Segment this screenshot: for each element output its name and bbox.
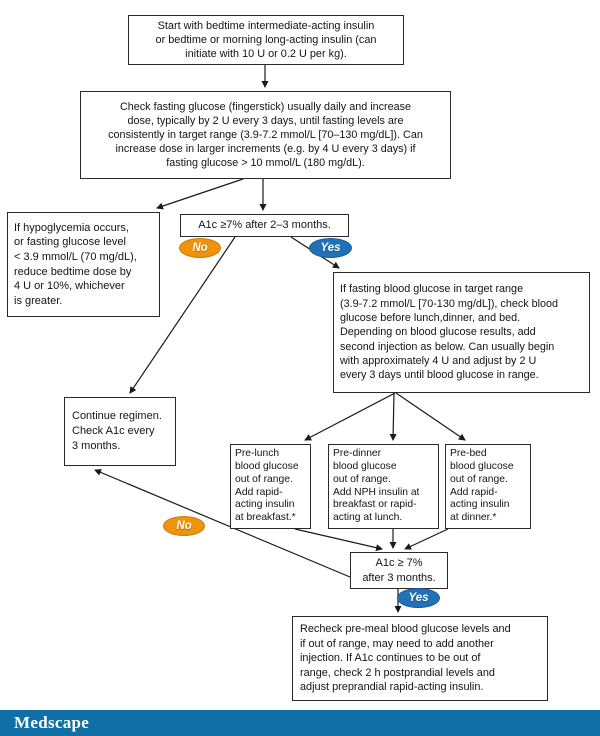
node-a1c-check-1: A1c ≥7% after 2–3 months. [180, 214, 349, 237]
arrow-a1c1-no-to-continue [129, 236, 236, 394]
arrow-target-to-prelunch [304, 392, 396, 441]
medscape-logo: Medscape [14, 713, 90, 732]
node-a1c-check-2: A1c ≥ 7% after 3 months. [350, 552, 448, 589]
node-recheck-premeal: Recheck pre-meal blood glucose levels an… [292, 616, 548, 701]
node-target-range: If fasting blood glucose in target range… [333, 272, 590, 393]
decision-label-no-1: No [179, 238, 221, 258]
arrow-target-to-prebed [395, 392, 466, 441]
node-continue-regimen: Continue regimen. Check A1c every 3 mont… [64, 397, 176, 466]
node-check-fasting-glucose: Check fasting glucose (fingerstick) usua… [80, 91, 451, 179]
medscape-footer-band: Medscape [0, 710, 600, 736]
node-start-insulin: Start with bedtime intermediate-acting i… [128, 15, 404, 65]
decision-label-no-2: No [163, 516, 205, 536]
decision-label-yes-1: Yes [309, 238, 352, 258]
node-pre-bed: Pre-bed blood glucose out of range. Add … [445, 444, 531, 529]
node-pre-lunch: Pre-lunch blood glucose out of range. Ad… [230, 444, 311, 529]
arrow-target-to-predinner [389, 392, 397, 441]
arrow-check-to-hypoglycemia [156, 178, 244, 210]
node-pre-dinner: Pre-dinner blood glucose out of range. A… [328, 444, 439, 529]
decision-label-yes-2: Yes [397, 588, 440, 608]
arrow-prelunch-to-a1c2 [294, 528, 383, 552]
node-hypoglycemia: If hypoglycemia occurs, or fasting gluco… [7, 212, 160, 317]
arrow-prebed-to-a1c2 [404, 528, 449, 550]
arrow-a1c2-no-to-continue [94, 469, 351, 578]
